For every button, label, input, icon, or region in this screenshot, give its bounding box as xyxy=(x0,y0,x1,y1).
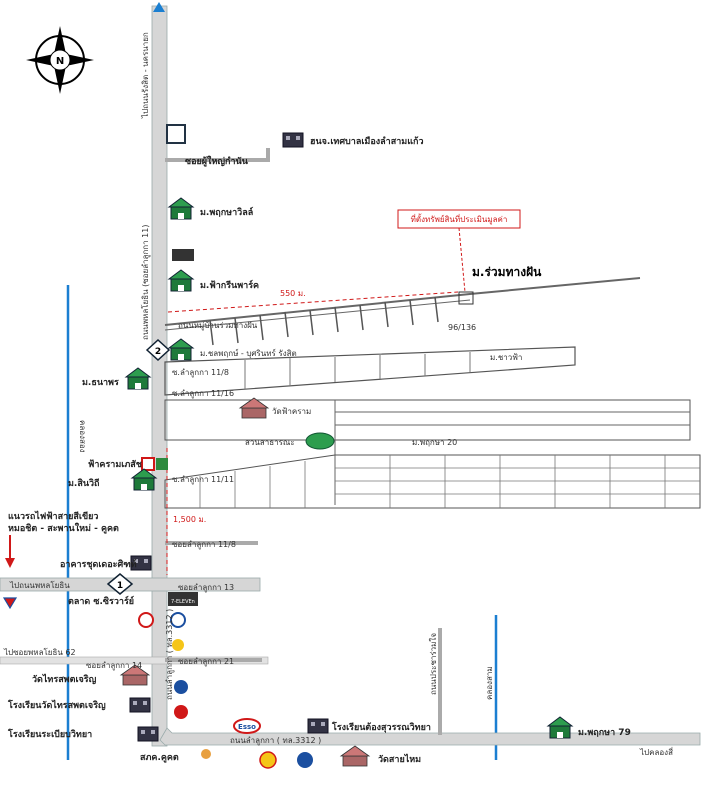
bank-icon xyxy=(170,612,186,628)
label-soi-11-11: ซ.ลำลูกกา 11/11 xyxy=(172,475,234,485)
label-fakram-pharmacy: ฟ้าครามเภสัช xyxy=(88,459,142,470)
village-road xyxy=(164,277,641,326)
label-pruksa-20: ม.พฤกษา 20 xyxy=(412,438,457,447)
label-market: ตลาด ซ.ซิรวาร์ย์ xyxy=(68,595,134,607)
marker-1: 1 xyxy=(106,573,134,595)
esso-label: Esso xyxy=(238,723,256,731)
label-khlong-song: คลองสอง xyxy=(78,420,87,453)
school-icon xyxy=(129,697,151,713)
label-phaholyothin-road: ถนนพหลโยธิน (ซอยลำลูกกา 11) xyxy=(140,225,151,340)
label-soi-lamlukka-11-8: ซอยลำลูกกา 11/8 xyxy=(172,540,236,550)
house-icon xyxy=(125,367,151,390)
label-village-road: ถนนหมู่บ้านร่วมทางฝัน xyxy=(178,321,258,331)
label-soi-lamlukka-13: ซอยลำลูกกา 13 xyxy=(178,583,234,593)
school-icon xyxy=(307,718,329,734)
market-sign-icon xyxy=(168,592,198,606)
svg-text:1: 1 xyxy=(117,581,123,591)
bts-arrow-head xyxy=(5,558,15,568)
label-chaofah: ม.ชาวฟ้า xyxy=(490,353,522,362)
label-fah-green-park: ม.ฟ้ากรีนพาร์ค xyxy=(200,279,259,291)
road-lamlukka-bottom xyxy=(159,727,701,746)
asset-number: 96/136 xyxy=(448,323,476,332)
label-shop-sign: 7-ELEVEn xyxy=(171,599,195,605)
label-to-khlong-si: ไปคลองสี่ xyxy=(639,746,673,757)
label-school-1: โรงเรียนวัดไทรสพตเจริญ xyxy=(7,699,106,711)
label-lamlukka-vertical: ถนนลำลูกกา ( ทล.3312 ) xyxy=(165,609,175,700)
traffic-circle-icon xyxy=(166,124,186,144)
label-prachasamran: ถนนประชาร่วมใจ xyxy=(429,633,438,695)
school-icon xyxy=(282,132,304,148)
svg-text:2: 2 xyxy=(155,347,161,357)
label-grand-rich: อาคารชุดเดอะศิฑท์ xyxy=(60,558,137,570)
label-wat-sai: วัดไทรสพตเจริญ xyxy=(32,673,97,685)
label-wat-fakram: วัดฟ้าคราม xyxy=(272,407,311,416)
housing-grid-1 xyxy=(244,352,471,389)
shell-icon xyxy=(172,639,184,651)
label-ruam-thang-fun: ม.ร่วมทางฝัน xyxy=(472,265,542,279)
house-icon xyxy=(168,338,194,361)
esso-icon xyxy=(233,718,261,734)
housing-block-2 xyxy=(164,399,691,441)
compass-icon: N xyxy=(26,26,94,94)
label-khlong-sam: คลองสาม xyxy=(485,666,494,700)
label-municipal-school: ฮนจ.เทศบาลเมืองลำสามแก้ว xyxy=(310,135,424,147)
house-icon xyxy=(547,716,573,739)
label-soi-lamlukka-21: ซอยลำลูกกา 21 xyxy=(178,657,234,667)
label-tanaporn: ม.ธนาพร xyxy=(82,378,119,388)
label-soi-phuyai: ซอยผู้ใหญ่กำนัน xyxy=(185,155,249,167)
pharmacy-icon xyxy=(141,457,155,471)
asset-marker xyxy=(458,291,474,305)
label-lamlukka-road: ถนนลำลูกกา ( ทล.3312 ) xyxy=(230,736,321,746)
house-icon xyxy=(168,269,194,292)
marker-2: 2 xyxy=(145,338,171,362)
shell-icon xyxy=(259,751,277,769)
label-school-2: โรงเรียนระเบียบวิทยา xyxy=(7,728,92,740)
label-soi-11-16: ซ.ลำลูกกา 11/16 xyxy=(172,389,234,399)
temple-icon xyxy=(239,397,269,419)
label-chonpruk: ม.ชลพฤกษ์ - บุศรินทร์ รังสิต xyxy=(200,348,297,358)
asset-pointer xyxy=(458,227,466,293)
label-school-3: โรงเรียนต้องสุวรรณวิทยา xyxy=(331,721,431,733)
label-police: สภค.คูคต xyxy=(140,753,179,763)
soi-phuyai xyxy=(165,148,270,162)
label-bts: แนวรถไฟฟ้าสายสีเขียว xyxy=(8,510,98,522)
village-sois xyxy=(209,296,439,346)
label-soi-lamlukka-14: ซอยลำลูกกา 14 xyxy=(86,661,142,671)
police-icon xyxy=(201,749,211,759)
house-icon xyxy=(168,197,194,220)
toyota-icon xyxy=(138,612,154,628)
asset-callout-label: ที่ตั้งทรัพย์สินที่ประเมินมูลค่า xyxy=(411,213,508,225)
label-wat-saimai: วัดสายไหม xyxy=(378,753,421,765)
road-north-arrow xyxy=(153,2,165,12)
fuel-icon xyxy=(174,680,188,694)
label-public-park: สวนสาธารณะ xyxy=(245,438,295,447)
village-road-lower xyxy=(164,299,471,331)
label-bts-2: หมอชิต - สะพานใหม่ - คูคต xyxy=(8,522,119,534)
school-icon xyxy=(137,726,159,742)
housing-block-pruksa20 xyxy=(164,454,701,509)
housing-grid-2 xyxy=(334,400,690,505)
housing-grid-3 xyxy=(199,455,700,508)
label-pruksa-79: ม.พฤกษา 79 xyxy=(578,728,631,738)
road-phaholyothin-62 xyxy=(0,656,269,665)
bts-station-icon xyxy=(2,597,18,610)
distance-1500-label: 1,500 ม. xyxy=(173,515,206,524)
label-pruksa-ville: ม.พฤกษาวิลล์ xyxy=(200,206,253,218)
label-soi-11-8: ซ.ลำลูกกา 11/8 xyxy=(172,368,229,378)
compass-north-label: N xyxy=(56,56,64,67)
park-icon xyxy=(305,432,335,450)
housing-block-chonpruk xyxy=(164,346,576,396)
label-rangsit-road: ไปถนนรังสิต - นครนายก xyxy=(141,32,150,119)
distance-550-label: 550 ม. xyxy=(280,289,306,298)
fuel-icon xyxy=(174,705,188,719)
temple-icon xyxy=(340,745,370,767)
label-to-phaholyothin: ไปถนนพหลโยธิน xyxy=(9,580,70,590)
label-sinwithee: ม.สินวิถี xyxy=(68,478,100,489)
label-phaholyothin-62: ไปซอยพหลโยธิน 62 xyxy=(3,647,76,657)
sign-icon xyxy=(172,249,194,261)
convenience-store-icon xyxy=(156,458,168,470)
fuel-icon xyxy=(297,752,313,768)
